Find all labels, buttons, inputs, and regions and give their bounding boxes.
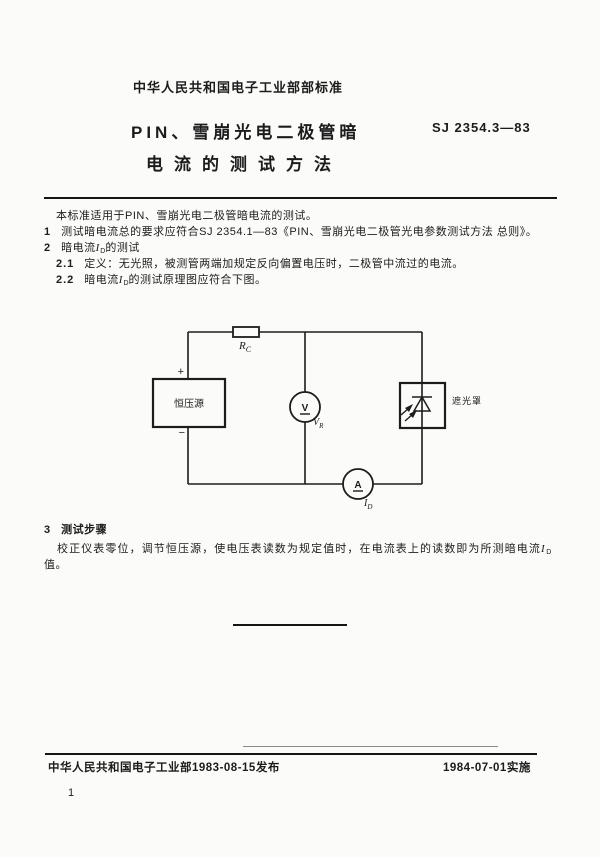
clause-3-heading-text: 测试步骤 xyxy=(61,524,108,536)
clause-2-text-post: 的测试 xyxy=(105,242,140,254)
clause-2-text-pre: 暗电流 xyxy=(61,242,96,254)
clause-2-2-text-pre: 暗电流 xyxy=(84,274,119,286)
clause-2-1-number: 2.1 xyxy=(56,258,75,270)
dark-current-symbol: I xyxy=(95,242,100,254)
clause-2-2: 2.2 暗电流ID的测试原理图应符合下图。 xyxy=(56,271,267,287)
voltage-source-label: 恒压源 xyxy=(174,397,204,410)
clause-3-text: 校正仪表零位，调节恒压源，使电压表读数为规定值时，在电流表上的读数即为所测暗电流 xyxy=(57,543,541,555)
document-title-line2: 电流的测试方法 xyxy=(146,155,342,174)
issuing-org-line: 中华人民共和国电子工业部部标准 xyxy=(133,80,344,95)
footer-rule xyxy=(45,753,537,755)
dark-current-subscript: D xyxy=(546,549,553,556)
reverse-voltage-label: VR xyxy=(313,417,324,430)
implementation-date-line: 1984-07-01实施 xyxy=(443,762,531,774)
clause-2-1-text: 定义：无光照，被测管两端加规定反向偏置电压时，二极管中流过的电流。 xyxy=(84,258,464,270)
clause-3-paragraph-line2: 值。 xyxy=(44,556,67,572)
page-number: 1 xyxy=(68,787,75,799)
document-title-line1: PIN、雪崩光电二极管暗 xyxy=(131,123,361,142)
photodiode-icon xyxy=(400,395,432,422)
clause-1: 1 测试暗电流总的要求应符合SJ 2354.1—83《PIN、雪崩光电二极管光电参… xyxy=(44,223,537,239)
standard-number: SJ 2354.3—83 xyxy=(432,120,531,135)
clause-2-number: 2 xyxy=(44,242,52,254)
dark-current-symbol: I xyxy=(541,543,546,555)
clause-3-heading: 3 测试步骤 xyxy=(44,521,107,537)
clause-2-2-text-post: 的测试原理图应符合下图。 xyxy=(128,274,267,286)
voltage-source-box xyxy=(151,377,227,429)
clause-3-text-continuation: 值。 xyxy=(44,559,67,571)
plus-polarity-mark: + xyxy=(178,366,184,378)
clause-1-text: 测试暗电流总的要求应符合SJ 2354.1—83《PIN、雪崩光电二极管光电参数… xyxy=(61,226,538,238)
resistor-icon xyxy=(232,326,260,338)
title-divider-rule xyxy=(44,197,557,199)
resistor-label: RC xyxy=(238,340,252,354)
light-shield-label: 遮光罩 xyxy=(452,395,482,406)
dark-current-subscript: D xyxy=(100,248,106,255)
dark-current-symbol: I xyxy=(118,274,123,286)
voltmeter-glyph: V xyxy=(302,403,309,414)
clause-1-number: 1 xyxy=(44,226,52,238)
dark-current-meter-label: ID xyxy=(363,498,372,511)
issue-date-line: 中华人民共和国电子工业部1983-08-15发布 xyxy=(48,762,280,774)
voltmeter-icon xyxy=(289,391,321,423)
intro-text: 本标准适用于PIN、雪崩光电二极管暗电流的测试。 xyxy=(56,210,318,222)
dark-current-subscript: D xyxy=(123,280,130,287)
footer-rule-scan-echo xyxy=(243,746,498,747)
clause-2-1: 2.1 定义：无光照，被测管两端加规定反向偏置电压时，二极管中流过的电流。 xyxy=(56,255,464,271)
end-of-text-divider xyxy=(233,624,347,626)
minus-polarity-mark: − xyxy=(179,427,185,439)
clause-2: 2 暗电流ID的测试 xyxy=(44,239,140,255)
dark-current-test-circuit-diagram: RC 恒压源 + − V VR 遮光罩 A ID xyxy=(151,326,482,511)
clause-2-2-number: 2.2 xyxy=(56,274,75,286)
ammeter-glyph: A xyxy=(354,480,361,491)
intro-paragraph: 本标准适用于PIN、雪崩光电二极管暗电流的测试。 xyxy=(56,207,317,223)
clause-3-number: 3 xyxy=(44,524,52,536)
ammeter-icon xyxy=(342,468,374,500)
clause-3-paragraph-line1: 校正仪表零位，调节恒压源，使电压表读数为规定值时，在电流表上的读数即为所测暗电流… xyxy=(57,540,552,556)
